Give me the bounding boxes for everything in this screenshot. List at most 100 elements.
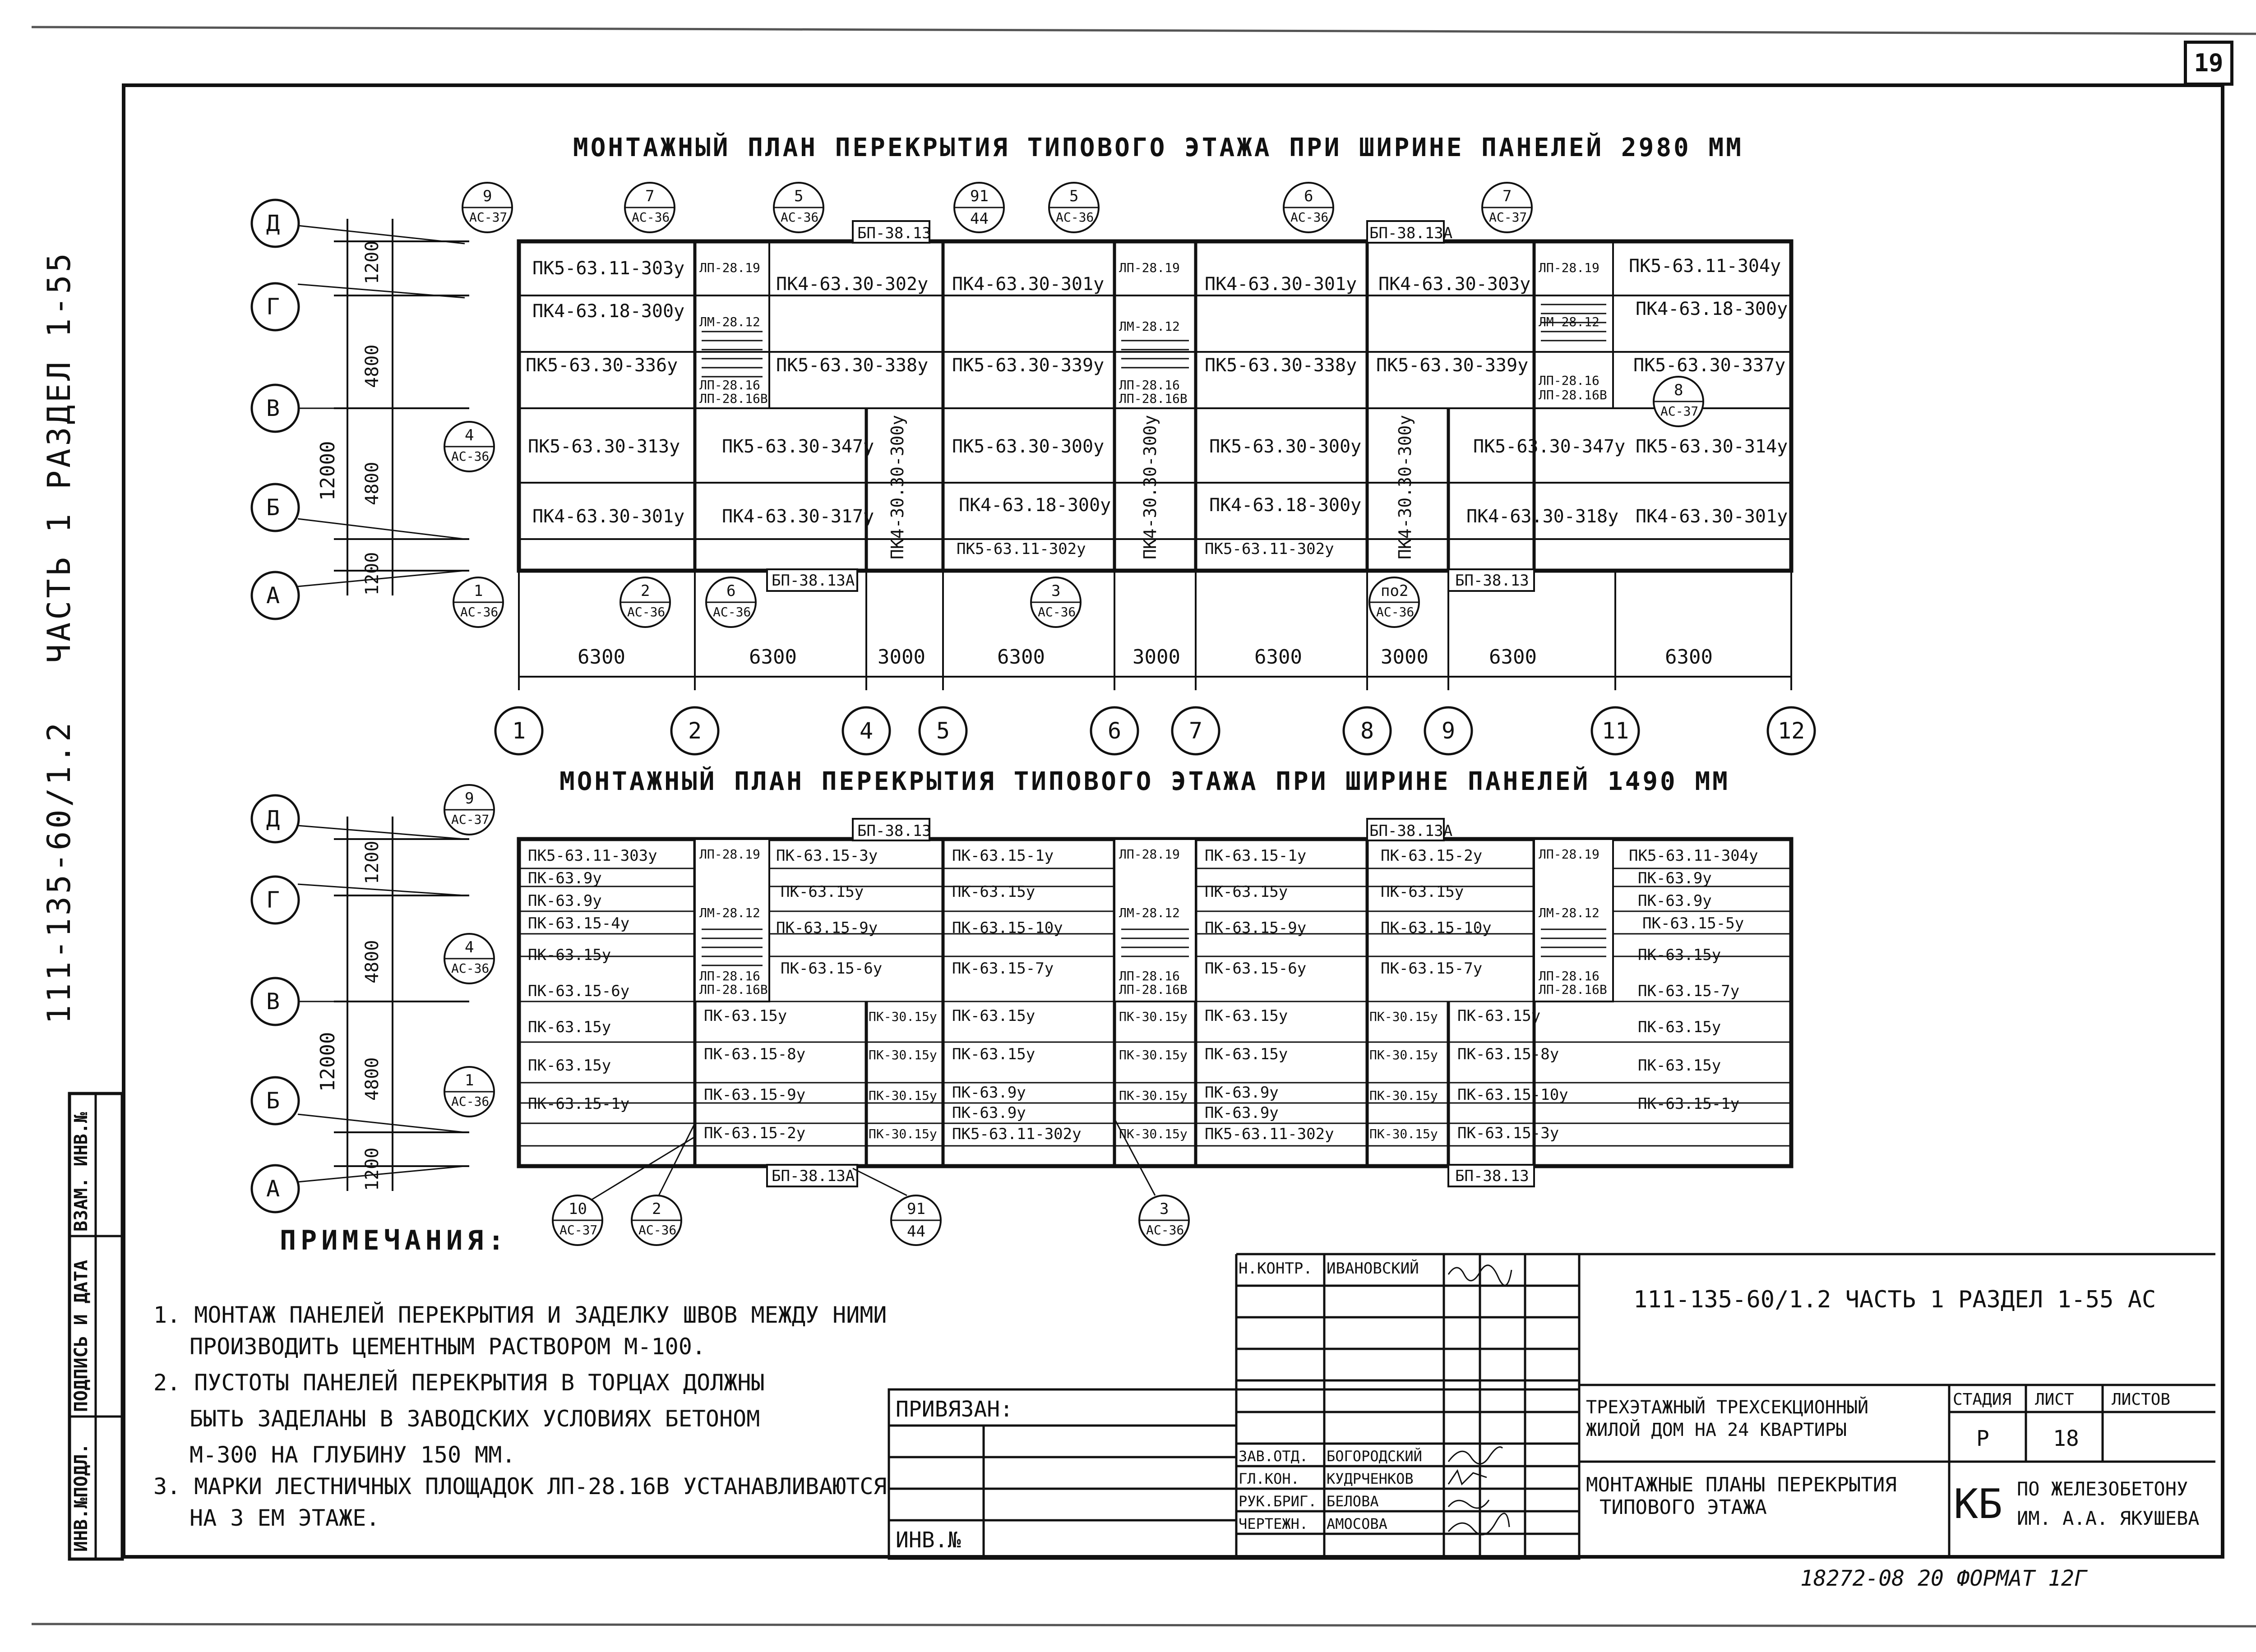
plan2-panel: ПК-63.15-10у <box>1381 919 1492 937</box>
plan2-panel: ПК-63.15у <box>528 1018 611 1036</box>
plan1-panel: ПК5-63.30-347у <box>1473 436 1626 457</box>
plan1-panel: ПК4-63.30-301у <box>532 506 685 527</box>
plan1-panel: ПК5-63.30-339у <box>1376 355 1529 376</box>
plan1-panel: ПК5-63.30-347у <box>722 436 874 457</box>
plan1-row-axis-V: В <box>266 395 280 421</box>
plan1-callout-sheet: 44 <box>970 210 989 228</box>
plan2-panel: ПК-63.15-10у <box>1457 1086 1568 1104</box>
plan2-panel: ПК-30.15у <box>1119 1088 1188 1103</box>
plan1-callout-sheet: АС-36 <box>1290 210 1329 225</box>
name-chertezh: АМОСОВА <box>1327 1515 1387 1532</box>
note-line: М-300 НА ГЛУБИНУ 150 ММ. <box>190 1442 516 1468</box>
plan1-stair-label: ЛП-28.16 <box>699 378 760 392</box>
plan1-callout-sheet: АС-36 <box>1376 605 1415 619</box>
plan2-panel: ПК-63.15-8у <box>704 1045 806 1063</box>
plan2-stair-label: ЛП-28.16В <box>1539 982 1607 997</box>
plan2-panel: ПК-63.15-2у <box>704 1124 806 1142</box>
plan1-panel: ПК4-63.30-302у <box>776 274 929 295</box>
plan2-panel: ПК-63.15-3у <box>1457 1124 1559 1142</box>
role-chertezh: ЧЕРТЕЖН. <box>1239 1515 1308 1532</box>
sheet-value: 18 <box>2053 1426 2079 1451</box>
plan2-callout-num: 3 <box>1160 1200 1169 1218</box>
plan1-callout-sheet: АС-37 <box>1489 210 1527 225</box>
plan2-panel: ПК-30.15у <box>869 1009 937 1024</box>
plan1-callout-num: 6 <box>726 582 736 600</box>
plan1-panel: ПК5-63.11-304у <box>1629 256 1781 277</box>
plan1-col-axis-8: 8 <box>1360 718 1374 744</box>
plan1-span: 6300 <box>578 646 625 669</box>
plan1-panel: ПК5-63.11-302у <box>1205 540 1334 558</box>
plan2-panel: ПК-63.15-9у <box>776 919 878 937</box>
plan2-title: МОНТАЖНЫЙ ПЛАН ПЕРЕКРЫТИЯ ТИПОВОГО ЭТАЖА… <box>559 767 1730 796</box>
plan1-panel: ПК4-63.30-303у <box>1378 274 1531 295</box>
plan2-callout-sheet: АС-36 <box>451 1094 490 1109</box>
plan2-panel: ПК-63.15-7у <box>1638 982 1740 1000</box>
plan2-panel: ПК-30.15у <box>1369 1047 1438 1062</box>
plan2-callout-num: 1 <box>465 1071 474 1089</box>
plan2-stair-label: ЛП-28.16В <box>1119 982 1188 997</box>
plan2-row-axis-G: Г <box>266 887 280 913</box>
plan1-beam: БП-38.13 <box>857 224 931 242</box>
plan1-col-axis-1: 1 <box>512 718 526 744</box>
plan1-callout-sheet: АС-36 <box>1056 210 1094 225</box>
plan2-panel: ПК-63.15у <box>1381 883 1464 901</box>
plan1-row-axis-B: Б <box>266 494 280 521</box>
plan1-stair-label: ЛП-28.19 <box>699 260 760 275</box>
plan2-callout-sheet: АС-37 <box>559 1223 598 1237</box>
sheet-frame <box>122 83 2224 1559</box>
plan2-callout-sheet: АС-36 <box>451 961 490 976</box>
plan1-panel: ПК5-63.11-303у <box>532 258 685 279</box>
plan1-panel: ПК5-63.30-300у <box>1209 436 1362 457</box>
plan2-panel: ПК-63.15у <box>528 946 611 964</box>
plan2-stair-label: ЛП-28.16В <box>699 982 768 997</box>
name-ncontr: ИВАНОВСКИЙ <box>1327 1260 1419 1278</box>
name-rukbrig: БЕЛОВА <box>1327 1493 1379 1510</box>
doc-code: 111-135-60/1.2 ЧАСТЬ 1 РАЗДЕЛ 1-55 АС <box>1633 1286 2156 1313</box>
plan2-panel: ПК-63.15у <box>1638 1018 1721 1036</box>
sheet-title-line: ТИПОВОГО ЭТАЖА <box>1600 1496 1767 1519</box>
plan1-callout-num: 91 <box>970 187 989 205</box>
plan2-panel: ПК-63.15-6у <box>528 982 630 1000</box>
plan1-col-axis-2: 2 <box>688 718 702 744</box>
plan2-callout-sheet: АС-36 <box>638 1223 677 1237</box>
plan1-col-axis-7: 7 <box>1189 718 1203 744</box>
plan1-callout-sheet: АС-36 <box>627 605 666 619</box>
plan1-panel: ПК5-63.30-314у <box>1636 436 1788 457</box>
plan1-stair-label: ЛМ-28.12 <box>1539 314 1600 329</box>
stage-value: Р <box>1976 1426 1989 1451</box>
plan2-stair-label: ЛП-28.19 <box>1119 847 1180 862</box>
sheets-header: ЛИСТОВ <box>2112 1390 2171 1409</box>
note-line: ПРОИЗВОДИТЬ ЦЕМЕНТНЫМ РАСТВОРОМ М-100. <box>190 1334 706 1360</box>
plan2-beam: БП-38.13 <box>857 822 931 840</box>
plan1-callout-num: 4 <box>465 426 474 444</box>
plan2-panel: ПК-63.15у <box>1205 1045 1288 1063</box>
project-line: ТРЕХЭТАЖНЫЙ ТРЕХСЕКЦИОННЫЙ <box>1586 1397 1869 1418</box>
plan1-callout-num: 7 <box>1502 187 1512 205</box>
plan1-col-axis-12: 12 <box>1778 718 1805 744</box>
plan1-stair-label: ЛП-28.16 <box>1539 373 1600 388</box>
plan2-panel: ПК-30.15у <box>869 1047 937 1062</box>
plan1-span: 6300 <box>1254 646 1302 669</box>
plan2-panel: ПК-63.15-3у <box>776 847 878 865</box>
plan2-panel: ПК-30.15у <box>869 1126 937 1141</box>
name-glkon: КУДРЧЕНКОВ <box>1327 1470 1414 1487</box>
plan1-callout-num: 7 <box>645 187 655 205</box>
notes-title: ПРИМЕЧАНИЯ: <box>280 1225 509 1256</box>
plan2-panel: ПК-63.15у <box>1205 1007 1288 1025</box>
plan1-callout-sheet: АС-36 <box>460 605 499 619</box>
plan1-callout-sheet: АС-36 <box>781 210 819 225</box>
plan2-panel: ПК-63.15у <box>952 1007 1036 1025</box>
project-line: ЖИЛОЙ ДОМ НА 24 КВАРТИРЫ <box>1586 1420 1847 1440</box>
plan2-row-axis-V: В <box>266 988 280 1015</box>
plan1-stair-label: ЛП-28.19 <box>1119 260 1180 275</box>
plan2-callout-num: 91 <box>907 1200 925 1218</box>
plan2-panel: ПК-63.15у <box>704 1007 787 1025</box>
plan2-panel: ПК-63.15у <box>1457 1007 1541 1025</box>
plan1-callout-sheet: АС-36 <box>632 210 670 225</box>
plan2-row-axis-A: А <box>266 1176 280 1202</box>
plan2-panel: ПК-30.15у <box>1119 1126 1188 1141</box>
plan1-stair-label: ЛП-28.16В <box>699 391 768 406</box>
plan2-panel: ПК-63.15-1у <box>1638 1095 1740 1113</box>
signature-glkon <box>1447 1469 1487 1486</box>
